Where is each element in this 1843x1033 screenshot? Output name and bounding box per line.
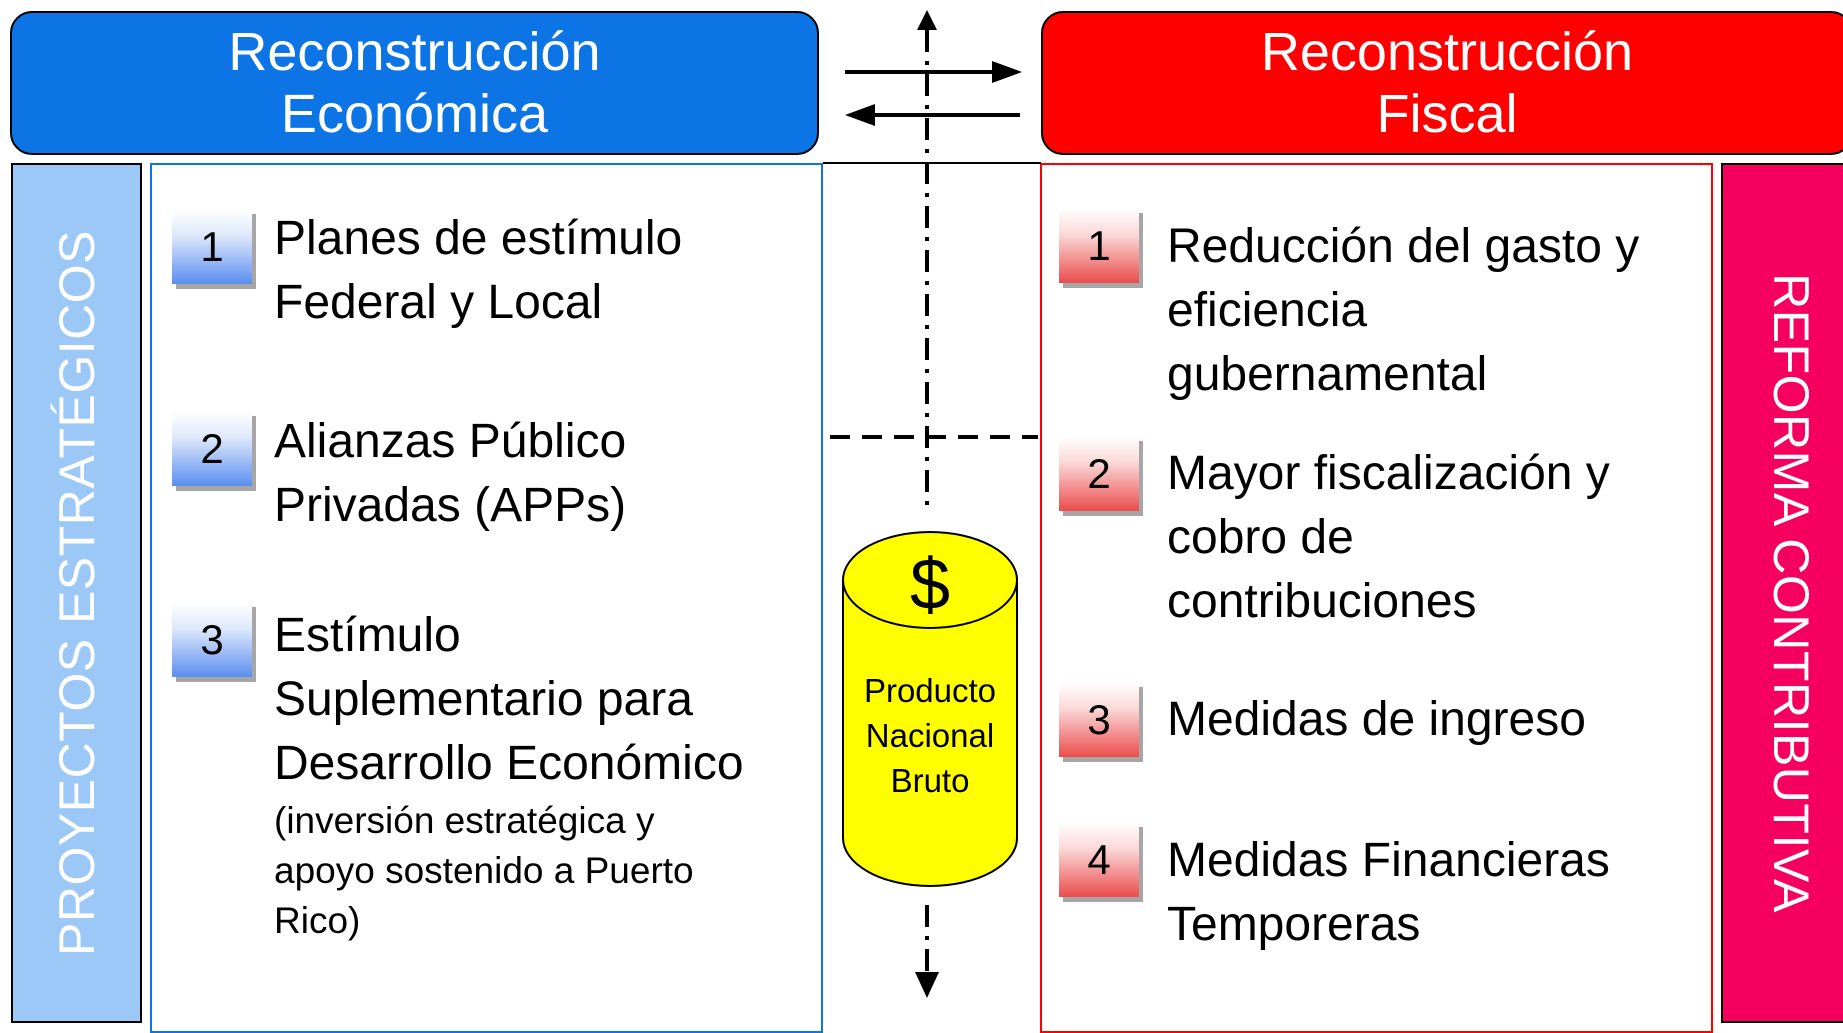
fiscal-item-2-line2: cobro de (1167, 511, 1354, 564)
strategic-projects-label: PROYECTOS ESTRATÉGICOS (48, 230, 105, 956)
tax-reform-bar: REFORMA CONTRIBUTIVA (1721, 163, 1843, 1023)
fiscal-item-3-number-badge: 3 (1059, 682, 1139, 757)
header-economic-reconstruction: Reconstrucción Económica (10, 11, 819, 155)
gnp-label-line1: Producto (863, 672, 997, 709)
fiscal-item-2-line1: Mayor fiscalización y (1167, 447, 1610, 500)
gnp-label-line3: Bruto (890, 762, 970, 799)
fiscal-item-1-line2: eficiencia (1167, 284, 1368, 337)
fiscal-item-2-line3: contribuciones (1167, 575, 1477, 628)
economic-item-2-line1: Alianzas Público (274, 415, 627, 468)
header-fiscal-reconstruction: Reconstrucción Fiscal (1041, 11, 1843, 155)
economic-item-1-line1: Planes de estímulo (274, 212, 683, 265)
economic-item-3: Estímulo Suplementario para Desarrollo E… (274, 604, 744, 946)
dollar-sign-icon: $ (909, 545, 951, 625)
header-economic-line1: Reconstrucción (228, 22, 601, 82)
tax-reform-label: REFORMA CONTRIBUTIVA (1763, 273, 1819, 913)
fiscal-item-4-line2: Temporeras (1167, 898, 1421, 951)
economic-item-3-detail2: apoyo sostenido a Puerto (274, 850, 694, 891)
economic-item-3-detail3: Rico) (274, 900, 361, 941)
economic-item-1-number-badge: 1 (172, 209, 252, 284)
economic-item-3-line1: Estímulo (274, 609, 461, 662)
economic-item-3-detail1: (inversión estratégica y (274, 800, 655, 841)
fiscal-item-1: Reducción del gasto y eficiencia guberna… (1167, 215, 1639, 407)
economic-item-3-line3: Desarrollo Económico (274, 737, 744, 790)
gnp-label: Producto Nacional Bruto (845, 668, 1015, 803)
economic-item-2-number-badge: 2 (172, 411, 252, 486)
economic-item-2: Alianzas Público Privadas (APPs) (274, 410, 626, 538)
economic-item-3-line2: Suplementario para (274, 673, 693, 726)
fiscal-item-2-number-badge: 2 (1059, 436, 1139, 511)
fiscal-item-3-line1: Medidas de ingreso (1167, 693, 1586, 746)
fiscal-item-4: Medidas Financieras Temporeras (1167, 829, 1610, 957)
header-economic-line2: Económica (280, 84, 549, 144)
economic-item-3-number-badge: 3 (172, 602, 252, 677)
economic-item-1: Planes de estímulo Federal y Local (274, 207, 682, 335)
fiscal-item-4-number-badge: 4 (1059, 822, 1139, 897)
strategic-projects-bar: PROYECTOS ESTRATÉGICOS (11, 163, 142, 1023)
arrow-right-icon (992, 61, 1022, 83)
fiscal-item-3: Medidas de ingreso (1167, 688, 1586, 752)
fiscal-item-1-line3: gubernamental (1167, 348, 1488, 401)
fiscal-item-4-line1: Medidas Financieras (1167, 834, 1610, 887)
fiscal-item-1-number-badge: 1 (1059, 208, 1139, 283)
header-fiscal-line1: Reconstrucción (1260, 22, 1634, 82)
arrow-left-icon (845, 104, 875, 126)
axis-down-arrowhead (915, 972, 939, 998)
fiscal-panel (1040, 163, 1713, 1033)
gnp-label-line2: Nacional (865, 717, 995, 754)
header-fiscal-line2: Fiscal (1376, 84, 1518, 144)
axis-up-arrowhead (917, 10, 937, 30)
fiscal-item-1-line1: Reducción del gasto y (1167, 220, 1640, 273)
economic-item-2-line2: Privadas (APPs) (274, 479, 627, 532)
economic-item-1-line2: Federal y Local (274, 276, 603, 329)
fiscal-item-2: Mayor fiscalización y cobro de contribuc… (1167, 442, 1610, 634)
economic-panel (150, 163, 823, 1033)
